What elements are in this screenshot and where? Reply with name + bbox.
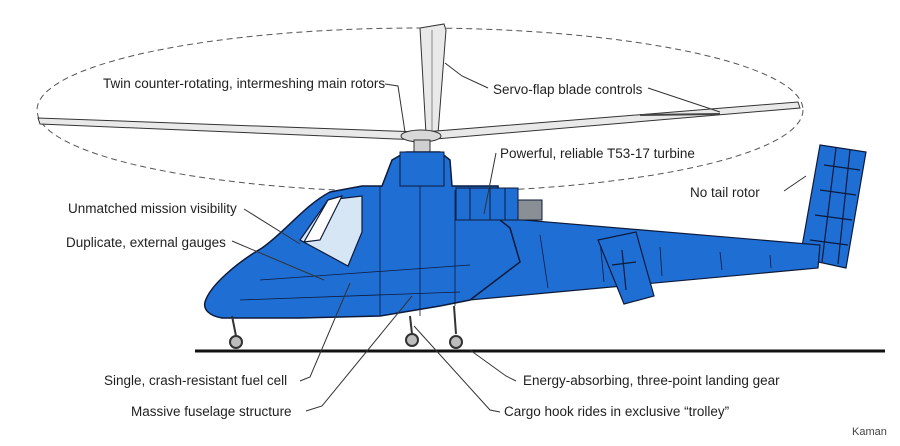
turbine-engine xyxy=(455,187,543,221)
main-rotor-blades xyxy=(37,23,801,155)
callout-turbine: Powerful, reliable T53-17 turbine xyxy=(500,146,695,161)
callout-gauges: Duplicate, external gauges xyxy=(66,235,226,250)
image-credit: Kaman xyxy=(852,426,887,438)
fuselage xyxy=(203,151,521,319)
tail-fin xyxy=(799,144,867,269)
callout-rotors: Twin counter-rotating, intermeshing main… xyxy=(103,76,386,91)
callout-cargo-hook: Cargo hook rides in exclusive “trolley” xyxy=(504,404,730,419)
rotor-pylon xyxy=(399,151,445,187)
landing-gear xyxy=(229,305,463,349)
callout-fuel-cell: Single, crash-resistant fuel cell xyxy=(104,373,288,388)
cockpit-canopy xyxy=(299,195,363,267)
callout-fuselage: Massive fuselage structure xyxy=(131,404,292,419)
callout-landing-gear: Energy-absorbing, three-point landing ge… xyxy=(523,373,780,388)
callout-servo-flap: Servo-flap blade controls xyxy=(493,82,643,97)
leader-lines xyxy=(231,62,807,413)
callout-visibility: Unmatched mission visibility xyxy=(68,201,237,216)
callout-no-tail-rotor: No tail rotor xyxy=(690,185,760,200)
horizontal-stabilizer xyxy=(597,231,655,305)
